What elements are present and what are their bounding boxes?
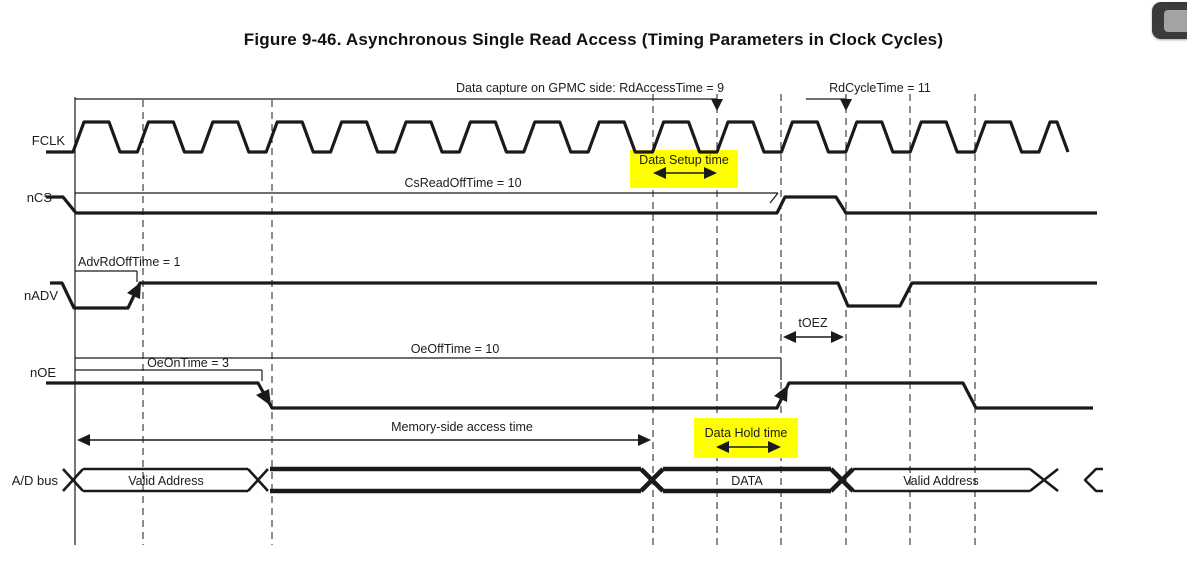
left-arrowhead — [653, 167, 666, 179]
toez-measure: tOEZ — [783, 316, 844, 343]
oe-on-measure: OeOnTime = 3 — [75, 356, 263, 381]
ncs-signal-label: nCS — [27, 190, 53, 205]
nadv-signal-label: nADV — [24, 288, 58, 303]
right-arrowhead — [831, 331, 844, 343]
data-hold-time-measure: Data Hold time — [705, 426, 788, 453]
oe-off-label: OeOffTime = 10 — [411, 342, 500, 356]
cs-read-off-measure: CsReadOffTime = 10 — [75, 176, 779, 204]
data-setup-time-measure: Data Setup time — [639, 153, 729, 179]
oe-on-label: OeOnTime = 3 — [147, 356, 229, 370]
overlay-button[interactable] — [1152, 2, 1187, 39]
data-setup-time-label: Data Setup time — [639, 153, 729, 167]
data-setup-highlight — [630, 150, 738, 188]
left-arrowhead — [783, 331, 796, 343]
rd-cycle-time-label: RdCycleTime = 11 — [829, 81, 931, 95]
adv-rd-off-label: AdvRdOffTime = 1 — [78, 255, 181, 269]
oe-off-measure: OeOffTime = 10 — [75, 342, 782, 380]
data-hold-time-label: Data Hold time — [705, 426, 788, 440]
down-arrowhead — [840, 99, 852, 111]
ad-bus-waveform — [62, 466, 1103, 494]
clock-edge-gridlines — [142, 94, 976, 545]
data-hold-highlight — [694, 418, 798, 458]
nadv-rise-arrowhead — [127, 282, 141, 299]
noe-fall-arrowhead — [256, 389, 271, 406]
left-arrowhead — [716, 441, 729, 453]
right-arrowhead — [768, 441, 781, 453]
right-arrowhead — [704, 167, 717, 179]
ad-bus-signal-label: A/D bus — [12, 473, 59, 488]
figure-title: Figure 9-46. Asynchronous Single Read Ac… — [243, 30, 944, 49]
memory-access-label: Memory-side access time — [391, 420, 533, 434]
rd-access-time-measure: Data capture on GPMC side: RdAccessTime … — [75, 81, 724, 111]
overlay-button-inner[interactable] — [1164, 10, 1187, 32]
bus-data-label: DATA — [731, 474, 763, 488]
nadv-waveform — [50, 281, 1097, 310]
noe-signal-label: nOE — [30, 365, 56, 380]
noe-waveform — [46, 381, 1093, 410]
down-arrowhead — [711, 99, 723, 111]
bus-valid-address-2-label: Valid Address — [903, 474, 979, 488]
memory-access-measure: Memory-side access time — [77, 420, 651, 446]
rd-cycle-time-measure: RdCycleTime = 11 — [806, 81, 931, 111]
rd-access-time-label: Data capture on GPMC side: RdAccessTime … — [456, 81, 724, 95]
fclk-waveform — [46, 120, 1070, 154]
noe-rise-arrowhead — [774, 385, 788, 402]
right-arrowhead — [638, 434, 651, 446]
bus-valid-address-1-label: Valid Address — [128, 474, 204, 488]
toez-label: tOEZ — [798, 316, 828, 330]
ncs-waveform — [46, 195, 1097, 215]
fclk-signal-label: FCLK — [32, 133, 66, 148]
cs-read-off-label: CsReadOffTime = 10 — [404, 176, 521, 190]
adv-rd-off-measure: AdvRdOffTime = 1 — [75, 255, 181, 282]
left-arrowhead — [77, 434, 90, 446]
